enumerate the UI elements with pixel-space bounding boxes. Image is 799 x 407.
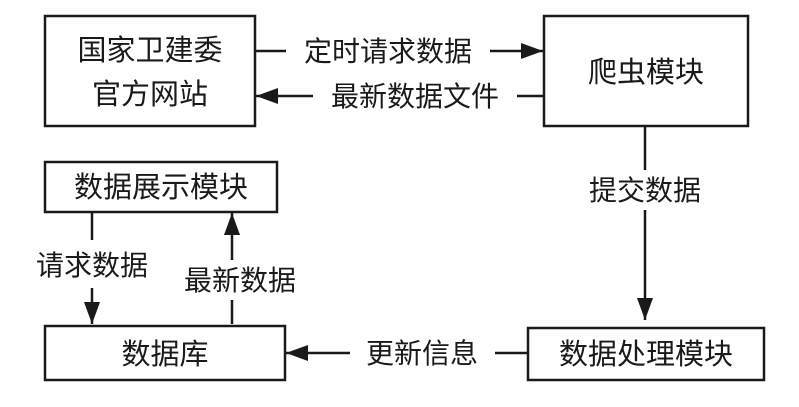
node-crawler-box: [542, 14, 750, 128]
node-database-label: 数据库: [121, 337, 208, 371]
node-nhc-website-line1: 国家卫建委: [77, 33, 222, 67]
node-display: 数据展示模块: [43, 160, 279, 214]
edge-label-latest-file: 最新数据文件: [331, 80, 499, 113]
edge-label-latest: 最新数据: [184, 264, 296, 297]
node-nhc-website: 国家卫建委 官方网站: [43, 14, 257, 128]
node-nhc-website-line2: 官方网站: [92, 77, 208, 111]
node-database: 数据库: [43, 324, 287, 382]
edge-latest-file: 最新数据文件: [256, 80, 543, 113]
node-display-label: 数据展示模块: [74, 170, 248, 204]
edge-update: 更新信息: [286, 337, 528, 370]
node-display-box: [43, 160, 279, 214]
node-nhc-website-box: [43, 14, 257, 128]
node-crawler: 爬虫模块: [542, 14, 750, 128]
node-database-box: [43, 324, 287, 382]
edge-request: 请求数据: [36, 213, 148, 324]
node-processing: 数据处理模块: [526, 326, 766, 382]
edge-request-timed: 定时请求数据: [256, 35, 543, 68]
edge-label-request: 请求数据: [36, 249, 148, 282]
node-processing-label: 数据处理模块: [559, 337, 733, 371]
node-crawler-label: 爬虫模块: [588, 55, 704, 89]
edge-submit: 提交数据: [589, 127, 701, 320]
edge-label-request-timed: 定时请求数据: [304, 35, 472, 68]
node-processing-box: [526, 326, 766, 382]
edge-label-submit: 提交数据: [589, 174, 701, 207]
edge-latest: 最新数据: [184, 213, 296, 324]
edge-label-update: 更新信息: [366, 337, 478, 370]
